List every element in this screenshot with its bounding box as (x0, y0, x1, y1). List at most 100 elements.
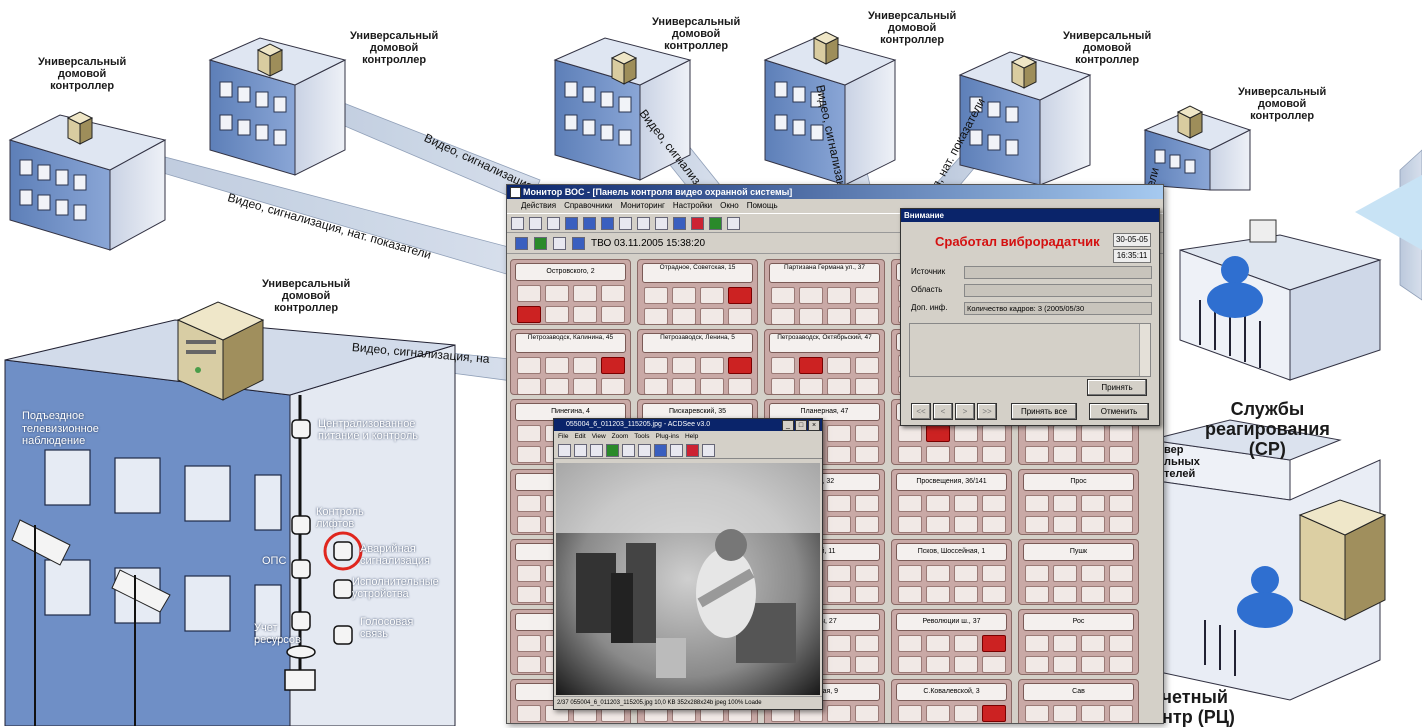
status-icon[interactable] (954, 495, 978, 512)
status-icon[interactable] (855, 565, 879, 582)
status-icon[interactable] (1025, 516, 1049, 533)
object-cell[interactable]: Петрозаводск, Ленина, 5 (637, 329, 758, 395)
status-icon[interactable] (1025, 425, 1049, 442)
status-icon[interactable] (954, 565, 978, 582)
menu-help[interactable]: Помощь (746, 201, 778, 210)
status-icon[interactable] (644, 357, 668, 374)
alarm-icon[interactable] (799, 357, 823, 374)
status-icon[interactable] (954, 446, 978, 463)
status-icon[interactable] (545, 357, 569, 374)
users-icon[interactable] (709, 216, 722, 230)
status-icon[interactable] (827, 378, 851, 394)
status-icon[interactable] (601, 306, 625, 323)
status-icon[interactable] (982, 656, 1006, 673)
status-icon[interactable] (1081, 586, 1105, 603)
status-icon[interactable] (644, 308, 668, 324)
zoom-icon[interactable] (637, 216, 650, 230)
status-icon[interactable] (545, 306, 569, 323)
status-icon[interactable] (1025, 586, 1049, 603)
status-icon[interactable] (771, 357, 795, 374)
status-icon[interactable] (771, 308, 795, 324)
status-icon[interactable] (954, 425, 978, 442)
grid-icon[interactable] (583, 216, 596, 230)
status-icon[interactable] (898, 495, 922, 512)
status-icon[interactable] (1025, 635, 1049, 652)
status-icon[interactable] (982, 495, 1006, 512)
status-icon[interactable] (898, 516, 922, 533)
status-icon[interactable] (982, 516, 1006, 533)
status-icon[interactable] (1025, 656, 1049, 673)
alarm-icon[interactable] (728, 357, 752, 374)
status-icon[interactable] (1109, 495, 1133, 512)
status-icon[interactable] (672, 357, 696, 374)
object-cell[interactable]: Отрадное, Советская, 15 (637, 259, 758, 325)
status-icon[interactable] (1109, 635, 1133, 652)
status-icon[interactable] (954, 586, 978, 603)
status-icon[interactable] (517, 446, 541, 463)
status-icon[interactable] (1053, 425, 1077, 442)
object-cell[interactable]: Петрозаводск, Октябрьский, 47 (764, 329, 885, 395)
status-icon[interactable] (771, 287, 795, 304)
save-icon[interactable] (654, 443, 667, 457)
status-icon[interactable] (926, 495, 950, 512)
status-icon[interactable] (573, 285, 597, 302)
status-icon[interactable] (1025, 705, 1049, 722)
viewer-menu-file[interactable]: File (558, 433, 569, 440)
status-icon[interactable] (728, 308, 752, 324)
status-icon[interactable] (1053, 495, 1077, 512)
status-icon[interactable] (1081, 656, 1105, 673)
maximize-button[interactable]: □ (795, 420, 807, 431)
status-icon[interactable] (926, 565, 950, 582)
object-cell[interactable]: Сав (1018, 679, 1139, 723)
status-icon[interactable] (644, 378, 668, 394)
columns-icon[interactable] (601, 216, 614, 230)
status-icon[interactable] (517, 285, 541, 302)
screen-icon[interactable] (572, 236, 585, 250)
status-icon[interactable] (517, 378, 541, 394)
next-image-icon[interactable] (590, 443, 603, 457)
alarm-icon[interactable] (982, 635, 1006, 652)
zoom-in-icon[interactable] (622, 443, 635, 457)
menu-monitoring[interactable]: Мониторинг (620, 201, 665, 210)
accept-all-button[interactable]: Принять все (1011, 403, 1077, 420)
status-icon[interactable] (672, 287, 696, 304)
status-icon[interactable] (1081, 425, 1105, 442)
status-icon[interactable] (1109, 446, 1133, 463)
object-cell[interactable]: Петрозаводск, Калинина, 45 (510, 329, 631, 395)
minimize-button[interactable]: _ (782, 420, 794, 431)
status-icon[interactable] (1025, 446, 1049, 463)
status-icon[interactable] (517, 586, 541, 603)
info-field[interactable]: Количество кадров: 3 (2005/05/30 (964, 302, 1152, 315)
status-icon[interactable] (1081, 516, 1105, 533)
status-icon[interactable] (545, 285, 569, 302)
layout-icon[interactable] (565, 216, 578, 230)
source-field[interactable] (964, 266, 1152, 279)
prev-button[interactable]: < (933, 403, 953, 420)
memo-scrollbar[interactable] (1139, 324, 1150, 376)
area-field[interactable] (964, 284, 1152, 297)
alert-memo[interactable] (909, 323, 1151, 377)
export-icon[interactable] (619, 216, 632, 230)
viewer-menu-edit[interactable]: Edit (574, 433, 586, 440)
status-icon[interactable] (898, 635, 922, 652)
status-icon[interactable] (728, 378, 752, 394)
status-icon[interactable] (1109, 425, 1133, 442)
status-icon[interactable] (1109, 516, 1133, 533)
delete-icon[interactable] (686, 443, 699, 457)
status-icon[interactable] (954, 635, 978, 652)
list-icon[interactable] (515, 236, 528, 250)
prev-image-icon[interactable] (574, 443, 587, 457)
status-icon[interactable] (855, 378, 879, 394)
status-icon[interactable] (898, 425, 922, 442)
object-cell[interactable]: Революции ш., 37 (891, 609, 1012, 675)
status-icon[interactable] (573, 306, 597, 323)
status-icon[interactable] (926, 635, 950, 652)
status-icon[interactable] (827, 425, 851, 442)
record-icon[interactable] (691, 216, 704, 230)
zoom-out-icon[interactable] (638, 443, 651, 457)
status-icon[interactable] (855, 586, 879, 603)
status-icon[interactable] (898, 565, 922, 582)
status-icon[interactable] (855, 516, 879, 533)
status-icon[interactable] (700, 308, 724, 324)
status-icon[interactable] (517, 425, 541, 442)
